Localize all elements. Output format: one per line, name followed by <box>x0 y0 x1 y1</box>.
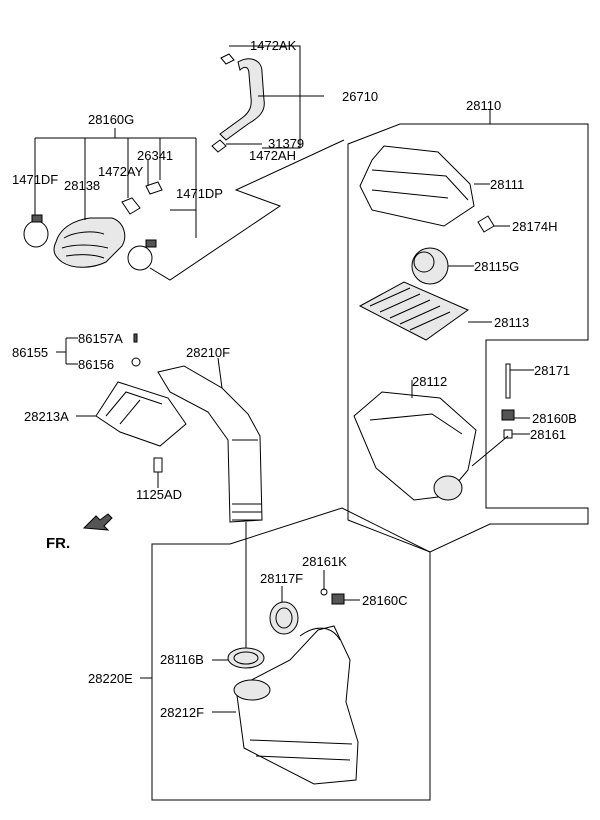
case-rim <box>369 413 463 435</box>
clamp-1471dp-screw <box>145 239 157 248</box>
fastener-86157a[interactable] <box>133 333 138 343</box>
sensor-ring <box>413 251 435 273</box>
label-28174h: 28174H <box>512 219 558 234</box>
clip-1472ak[interactable] <box>220 53 235 65</box>
bushing-28161[interactable] <box>503 429 513 439</box>
label-28111: 28111 <box>490 177 524 192</box>
bracket-1472ay[interactable] <box>121 197 141 215</box>
resonator-inlet <box>233 679 271 701</box>
filter-cover-28111[interactable] <box>359 145 475 227</box>
cover-ribs <box>371 169 469 201</box>
clamp-1471df-screw <box>31 214 43 223</box>
label-26341: 26341 <box>137 148 173 163</box>
fitting-26341[interactable] <box>145 181 163 195</box>
label-1471df: 1471DF <box>12 172 58 187</box>
label-fr: FR. <box>46 535 70 552</box>
clip-28174h[interactable] <box>477 215 495 233</box>
clamp-ring-inner <box>275 607 293 629</box>
front-arrow-icon <box>82 513 113 531</box>
label-28161: 28161 <box>530 427 566 442</box>
leader-28210f <box>217 357 223 389</box>
label-28110: 28110 <box>466 98 501 113</box>
labels: 1472AK 26710 31379 1472AH 28160G 26341 1… <box>12 38 577 720</box>
filter-element-28113[interactable] <box>358 281 470 341</box>
bolt-28171[interactable] <box>505 363 511 399</box>
resonator-ribs <box>249 627 353 761</box>
label-26710: 26710 <box>342 89 378 104</box>
grommet-28160c[interactable] <box>331 593 345 605</box>
label-28138: 28138 <box>64 178 100 193</box>
seal-28116b[interactable] <box>227 647 265 669</box>
assembly-outline-28110 <box>347 123 589 553</box>
label-31379: 31379 <box>268 136 304 151</box>
bracket-group <box>56 333 187 531</box>
label-28113: 28113 <box>494 315 529 330</box>
label-1472ah: 1472AH <box>249 148 296 163</box>
label-86157a: 86157A <box>78 331 123 346</box>
bracket-28213a[interactable] <box>95 381 187 447</box>
hose-ribs <box>61 231 109 259</box>
air-cleaner-group <box>347 110 589 553</box>
label-28160b: 28160B <box>532 411 577 426</box>
label-28160c: 28160C <box>362 593 408 608</box>
clamp-1471df[interactable] <box>23 220 49 248</box>
grommet-28160b[interactable] <box>501 409 515 421</box>
label-28220e: 28220E <box>88 671 133 686</box>
label-1471dp: 1471DP <box>176 186 223 201</box>
label-28212f: 28212F <box>160 705 204 720</box>
resonator-28212f[interactable] <box>235 625 359 785</box>
case-outlet <box>433 475 463 501</box>
label-28160g: 28160G <box>88 112 134 127</box>
filter-pleats <box>369 287 451 331</box>
duct-group <box>157 357 263 650</box>
label-28117f: 28117F <box>260 571 303 586</box>
leader-1472ak <box>229 45 301 149</box>
label-28161k: 28161K <box>302 554 347 569</box>
clamp-ring-28117f[interactable] <box>269 601 299 635</box>
breather-hose-26710[interactable] <box>219 58 265 141</box>
clamp-1471dp[interactable] <box>127 245 153 271</box>
label-28115g: 28115G <box>474 259 519 274</box>
label-1125ad: 1125AD <box>136 487 182 502</box>
label-28116b: 28116B <box>160 652 204 667</box>
label-1472ay: 1472AY <box>98 164 144 179</box>
clip-1472ah[interactable] <box>211 139 227 153</box>
label-86155: 86155 <box>12 345 48 360</box>
grommet-86156[interactable] <box>131 357 141 367</box>
hose-group <box>23 45 345 281</box>
label-1472ak: 1472AK <box>250 38 297 53</box>
flow-line <box>149 139 345 281</box>
air-hose-28138[interactable] <box>53 217 126 268</box>
bolt-1125ad[interactable] <box>153 457 163 473</box>
label-28213a: 28213A <box>24 409 69 424</box>
bracket-ribs <box>105 391 163 425</box>
seal-inner <box>233 651 259 665</box>
label-28171: 28171 <box>534 363 570 378</box>
label-86156: 86156 <box>78 357 114 372</box>
resonator-group <box>140 507 431 801</box>
assembly-outline-28220e <box>151 507 431 801</box>
label-28112: 28112 <box>412 374 447 389</box>
leader-28161 <box>471 433 530 467</box>
label-28210f: 28210F <box>186 345 230 360</box>
duct-ribs <box>232 439 262 521</box>
leader-86155 <box>56 337 78 365</box>
